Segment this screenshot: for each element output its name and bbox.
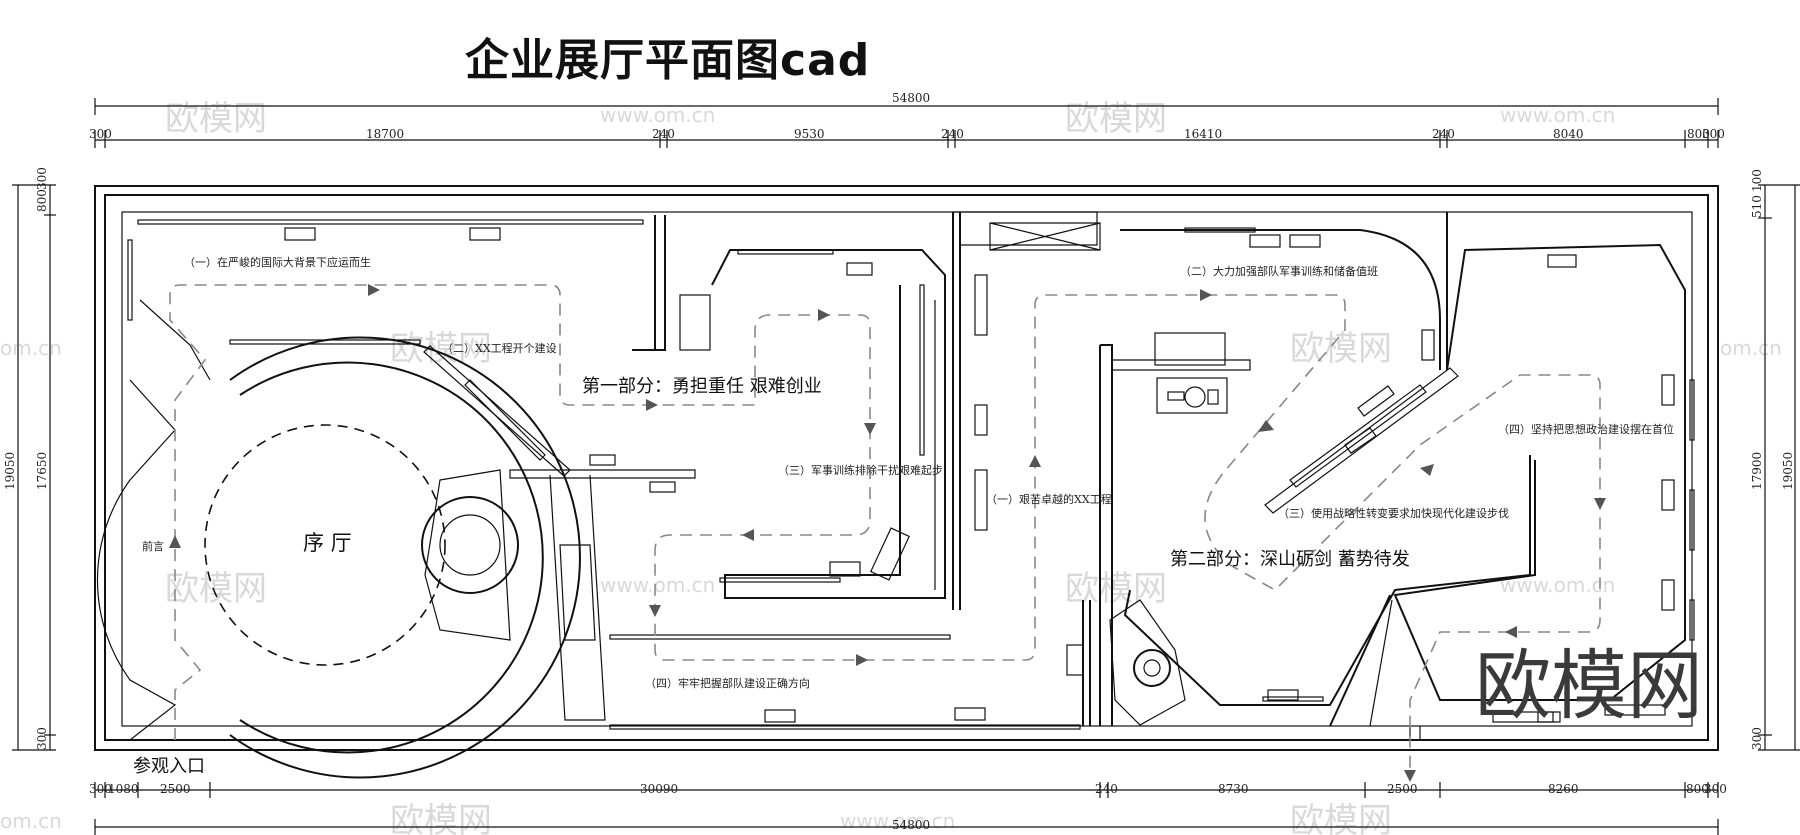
route-arrow: [1258, 420, 1274, 432]
dim-top-seg: 240: [941, 127, 964, 141]
watermark-url: om.cn: [0, 336, 62, 360]
watermark-url: om.cn: [0, 809, 62, 833]
watermark-logo: 欧模网: [165, 569, 267, 609]
watermark-url: www.om.cn: [600, 103, 715, 127]
dim-top-seg: 8040: [1553, 127, 1584, 141]
dim-top-seg: 300: [1702, 127, 1725, 141]
watermark-url: www.om.cn: [840, 809, 955, 833]
route-arrow: [856, 654, 868, 666]
dim-bottom-seg: 800: [1686, 782, 1709, 796]
part1-title: 第一部分：勇担重任 艰难创业: [582, 376, 822, 397]
foreword-label: 前言: [142, 539, 164, 553]
dim-left: 800: [35, 189, 49, 212]
route-arrow: [169, 535, 181, 548]
lobby-structure: [96, 299, 1186, 779]
watermark-logo: 欧模网: [390, 801, 492, 835]
dim-bottom-total: 54800: [892, 818, 930, 832]
section-label: （四）牢牢把握部队建设正确方向: [645, 676, 810, 690]
watermark-logo: 欧模网: [1290, 801, 1392, 835]
route-arrow: [818, 309, 830, 321]
section-label: （一）艰苦卓越的XX工程: [986, 492, 1112, 506]
dim-bottom-seg: 2500: [160, 782, 191, 796]
watermark-url: om.cn: [1720, 336, 1782, 360]
watermark-logo: 欧模网: [1290, 329, 1392, 369]
dim-bottom-seg: 2500: [1387, 782, 1418, 796]
dim-right: 300: [1750, 727, 1764, 750]
drawing-title: 企业展厅平面图cad: [465, 35, 871, 86]
dim-bottom-seg: 30090: [640, 782, 678, 796]
watermark-logo: 欧模网: [165, 99, 267, 139]
watermark-url: www.om.cn: [600, 573, 715, 597]
dim-right: 100: [1750, 169, 1764, 192]
section-label: （二）大力加强部队军事训练和储备值班: [1180, 264, 1378, 278]
side-dimensions: 800 300 17650 19050 300 510 100 17900 19…: [3, 167, 1800, 751]
watermark-logo: 欧模网: [1065, 99, 1167, 139]
dim-top-seg: 800: [1687, 127, 1710, 141]
route-arrow: [368, 284, 380, 296]
labels: 序 厅 前言 参观入口 第一部分：勇担重任 艰难创业 第二部分：深山砺剑 蓄势待…: [133, 255, 1674, 777]
route-arrow: [742, 529, 754, 541]
lobby-label: 序 厅: [303, 531, 352, 555]
watermark-logo: 欧模网: [390, 329, 492, 369]
entrance-label: 参观入口: [133, 756, 205, 777]
dim-top-seg: 9530: [794, 127, 825, 141]
section-label: （一）在严峻的国际大背景下应运而生: [184, 255, 371, 269]
dim-left: 19050: [3, 452, 17, 490]
watermark-logo: 欧模网: [1065, 569, 1167, 609]
watermark-logo-large: 欧模网: [1475, 641, 1703, 730]
route-arrow: [1029, 455, 1041, 467]
dim-bottom-seg: 300: [89, 782, 112, 796]
dim-right: 510: [1750, 195, 1764, 218]
visitor-route: [169, 284, 1606, 782]
dim-right: 19050: [1781, 452, 1795, 490]
route-arrow: [646, 399, 658, 411]
section-label: （三）军事训练排除干扰艰难起步: [778, 463, 943, 477]
route-arrow: [1594, 498, 1606, 510]
route-arrow: [1420, 464, 1434, 476]
route-arrow: [864, 423, 876, 435]
dim-top-seg: 240: [1432, 127, 1455, 141]
dim-top-seg: 240: [652, 127, 675, 141]
dim-bottom-seg: 240: [1095, 782, 1118, 796]
dim-right: 17900: [1750, 452, 1764, 490]
section-label: （二）XX工程开个建设: [442, 341, 557, 355]
route-arrow: [1404, 770, 1416, 782]
route-arrow: [649, 605, 661, 617]
dim-top-seg: 18700: [366, 127, 404, 141]
dim-bottom-seg: 1080: [108, 782, 139, 796]
section-label: （三）使用战略性转变要求加快现代化建设步伐: [1278, 506, 1509, 520]
top-dimensions: 54800 300 18700 240 9530 240 16410 240 8…: [89, 91, 1725, 148]
dim-top-seg: 300: [89, 127, 112, 141]
dim-left: 300: [35, 727, 49, 750]
dim-top-seg: 16410: [1184, 127, 1222, 141]
dim-left: 17650: [35, 452, 49, 490]
route-arrow: [1505, 626, 1517, 638]
dim-left: 300: [35, 167, 49, 190]
dim-bottom-seg: 300: [1704, 782, 1727, 796]
dim-top-total: 54800: [892, 91, 930, 105]
part2-title: 第二部分：深山砺剑 蓄势待发: [1170, 549, 1410, 570]
outer-walls: [94, 185, 1719, 751]
route-arrow: [1200, 289, 1212, 301]
dim-bottom-seg: 8730: [1218, 782, 1249, 796]
section-label: （四）坚持把思想政治建设摆在首位: [1498, 422, 1674, 436]
bottom-dimensions: 300 1080 2500 30090 240 8730 2500 8260 8…: [89, 782, 1727, 835]
dim-bottom-seg: 8260: [1548, 782, 1579, 796]
watermark-url: www.om.cn: [1500, 103, 1615, 127]
